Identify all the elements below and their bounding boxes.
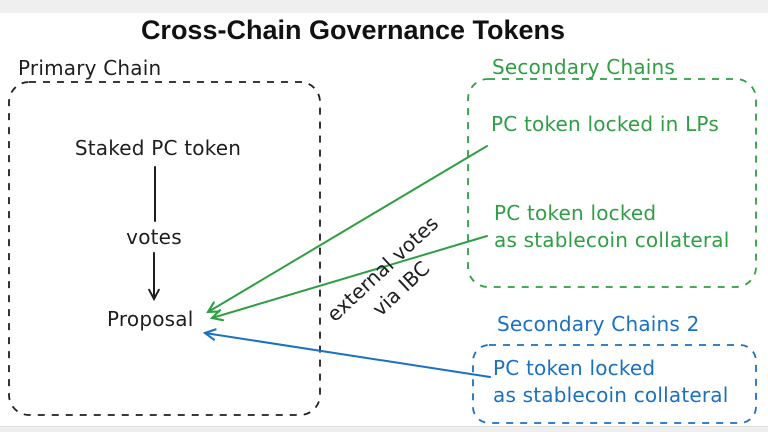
primary-chain-label: Primary Chain — [18, 56, 162, 80]
secondary-chains-2-label: Secondary Chains 2 — [497, 312, 700, 336]
secondary-chains-2-box — [472, 344, 757, 424]
secondary-chains-label: Secondary Chains — [492, 55, 676, 79]
proposal-node: Proposal — [107, 307, 194, 331]
staked-pc-token-node: Staked PC token — [74, 136, 242, 160]
node-line: PC token locked — [493, 356, 656, 380]
primary-chain-box — [8, 81, 321, 416]
votes-label: votes — [126, 225, 182, 249]
pc-token-locked-collateral-node: PC token locked as stablecoin collateral — [494, 200, 730, 254]
pc-token-locked-collateral-2-node: PC token locked as stablecoin collateral — [493, 355, 729, 409]
node-line: PC token locked — [494, 201, 657, 225]
arrow-lp-lock-to-proposal — [206, 145, 488, 314]
arrow-chain2-collateral-to-proposal — [202, 328, 491, 378]
top-strip — [0, 0, 768, 13]
diagram-title: Cross-Chain Governance Tokens — [140, 15, 566, 45]
secondary-chains-box — [467, 78, 757, 288]
bottom-strip — [0, 426, 768, 432]
node-line: as stablecoin collateral — [494, 228, 730, 252]
node-line: as stablecoin collateral — [493, 383, 729, 407]
arrow-collateral-lock-to-proposal — [209, 235, 488, 322]
pc-token-locked-in-lps-node: PC token locked in LPs — [491, 112, 719, 136]
